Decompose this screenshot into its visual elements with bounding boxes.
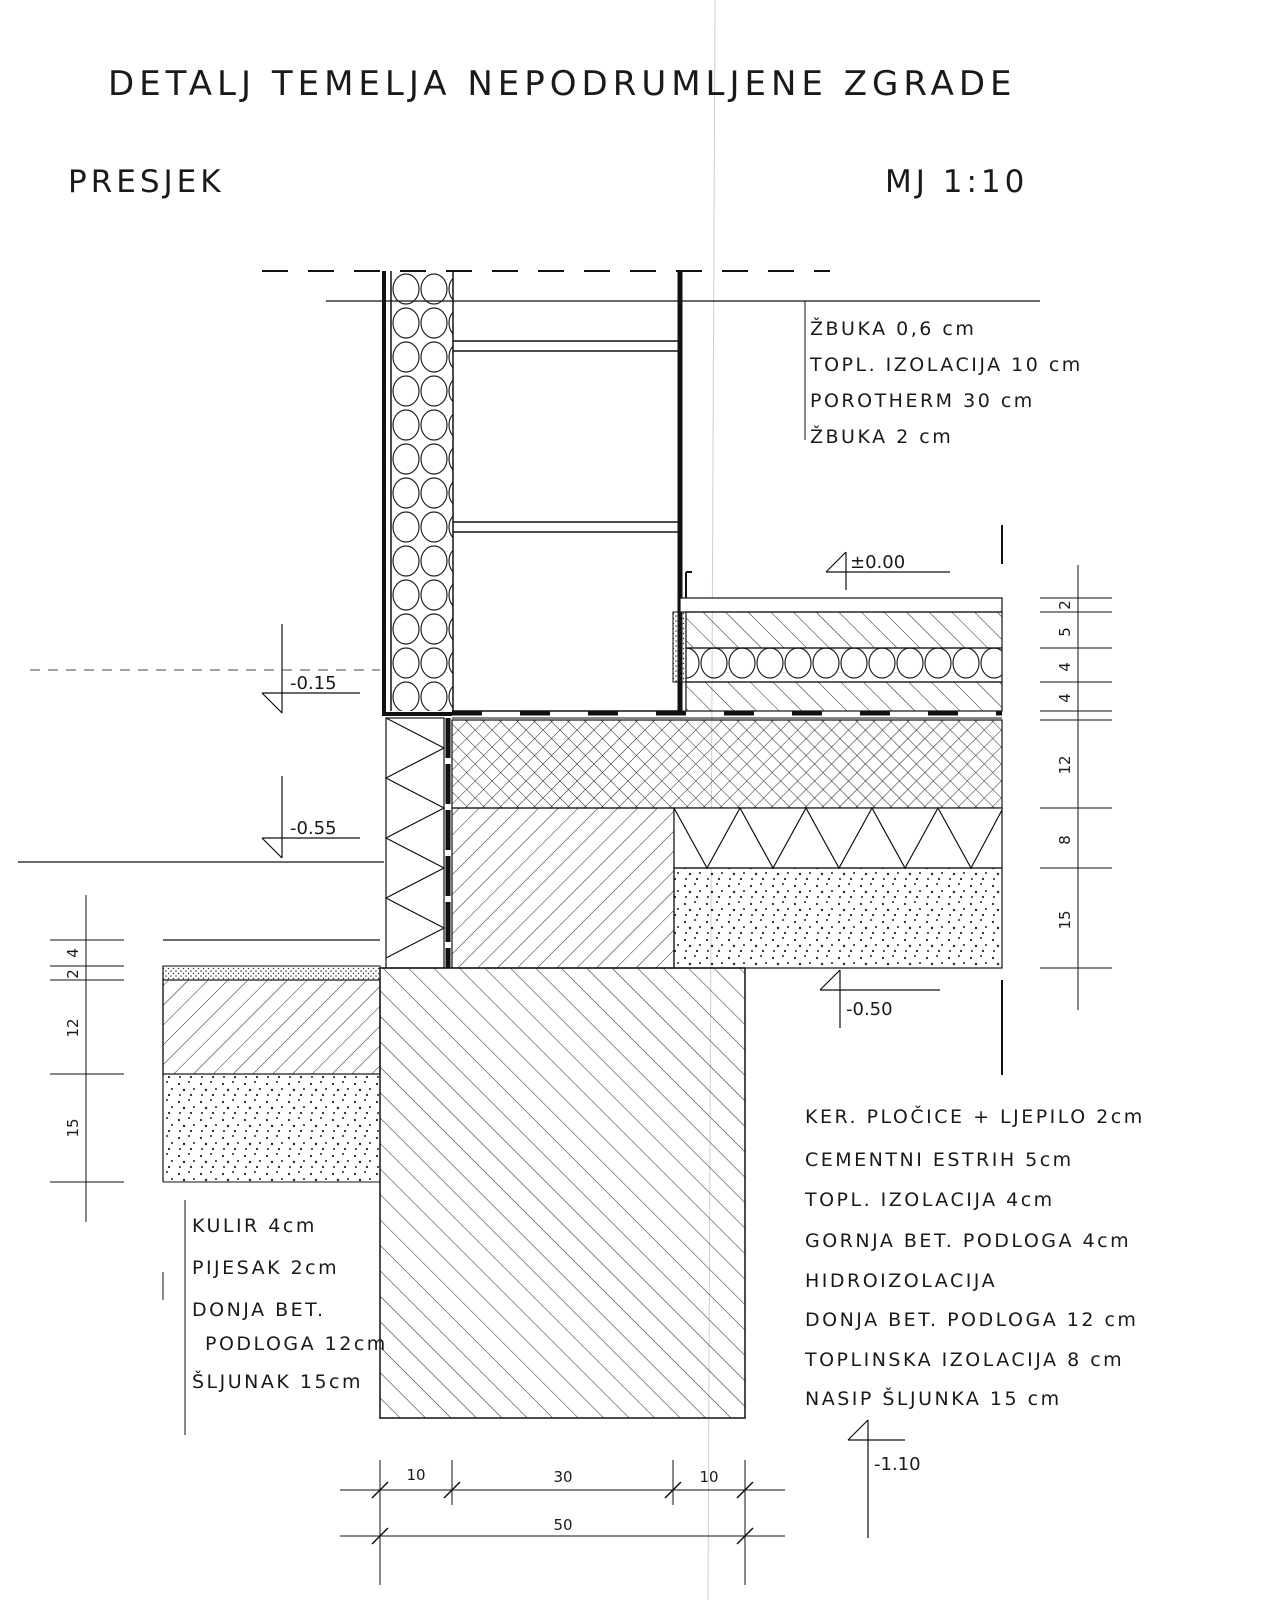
left-dim-1: 2 — [64, 969, 82, 979]
left-dim-4: 15 — [64, 1118, 82, 1137]
elevation-marker-minus-110: -1.10 — [847, 1419, 921, 1538]
elevation-label-minus-110: -1.10 — [874, 1454, 921, 1475]
wall-layer-notes: ŽBUKA 0,6 cm TOPL. IZOLACIJA 10 cm POROT… — [809, 317, 1083, 448]
elevation-label-minus-015: -0.15 — [290, 673, 337, 694]
section-label: PRESJEK — [68, 164, 225, 200]
right-dimension-chain: 2 5 4 4 12 8 15 — [1040, 565, 1112, 1010]
elevation-label-minus-055: -0.55 — [290, 818, 337, 839]
elevation-marker-minus-055: -0.55 — [261, 776, 360, 859]
floor-note-1: KER. PLOČICE + LJEPILO 2cm — [805, 1104, 1145, 1128]
right-dim-5: 12 — [1056, 755, 1074, 774]
pavement-note-3: DONJA BET. — [192, 1299, 326, 1321]
right-dim-1: 2 — [1056, 600, 1074, 610]
elevation-marker-minus-015: -0.15 — [261, 624, 360, 714]
outer-plaster — [382, 271, 452, 716]
perimeter-insulation — [384, 717, 451, 969]
floor-layers — [451, 571, 1003, 969]
wall-note-4: ŽBUKA 2 cm — [810, 425, 953, 448]
elevation-label-minus-050: -0.50 — [846, 999, 893, 1020]
wall-note-3: POROTHERM 30 cm — [810, 390, 1035, 412]
pavement-note-2: PIJESAK 2cm — [192, 1257, 339, 1279]
wall-note-1: ŽBUKA 0,6 cm — [810, 317, 976, 340]
floor-note-4: GORNJA BET. PODLOGA 4cm — [805, 1230, 1131, 1252]
right-dim-6: 8 — [1056, 835, 1074, 845]
left-dim-3: 12 — [64, 1018, 82, 1037]
porotherm-block — [453, 340, 680, 712]
wall-insulation — [390, 271, 454, 711]
floor-note-3: TOPL. IZOLACIJA 4cm — [804, 1189, 1055, 1211]
left-dimension-chain: 2 4 12 15 — [50, 895, 124, 1222]
scale-label: MJ 1:10 — [885, 164, 1028, 200]
bottom-dim-2: 30 — [553, 1468, 572, 1486]
pavement-note-5: ŠLJUNAK 15cm — [192, 1369, 363, 1393]
floor-layer-notes: KER. PLOČICE + LJEPILO 2cm CEMENTNI ESTR… — [804, 1104, 1145, 1410]
left-dim-2: 4 — [64, 948, 82, 958]
foundation-footing — [379, 967, 746, 1419]
bottom-dim-1: 10 — [406, 1466, 425, 1484]
elevation-marker-zero: ±0.00 — [825, 525, 1003, 590]
floor-note-8: NASIP ŠLJUNKA 15 cm — [805, 1386, 1062, 1410]
exterior-pavement — [162, 939, 381, 1183]
right-dim-7: 15 — [1056, 910, 1074, 929]
floor-note-7: TOPLINSKA IZOLACIJA 8 cm — [804, 1349, 1124, 1371]
floor-note-6: DONJA BET. PODLOGA 12 cm — [805, 1309, 1138, 1331]
bottom-dimension-chain: 10 30 10 50 — [340, 1460, 785, 1585]
right-dim-3: 4 — [1056, 662, 1074, 672]
floor-note-2: CEMENTNI ESTRIH 5cm — [805, 1149, 1074, 1171]
elevation-marker-minus-050: -0.50 — [819, 969, 1003, 1075]
floor-note-5: HIDROIZOLACIJA — [805, 1270, 997, 1292]
right-dim-4: 4 — [1056, 693, 1074, 703]
wall-note-2: TOPL. IZOLACIJA 10 cm — [809, 354, 1083, 376]
bottom-dim-3: 10 — [699, 1468, 718, 1486]
pavement-note-4: PODLOGA 12cm — [205, 1333, 388, 1355]
bottom-dim-4: 50 — [553, 1516, 572, 1534]
pavement-note-1: KULIR 4cm — [192, 1215, 317, 1237]
right-dim-2: 5 — [1056, 627, 1074, 637]
pavement-layer-notes: KULIR 4cm PIJESAK 2cm DONJA BET. PODLOGA… — [192, 1215, 388, 1393]
drawing-title: DETALJ TEMELJA NEPODRUMLJENE ZGRADE — [108, 64, 1017, 104]
elevation-label-zero: ±0.00 — [850, 552, 905, 573]
